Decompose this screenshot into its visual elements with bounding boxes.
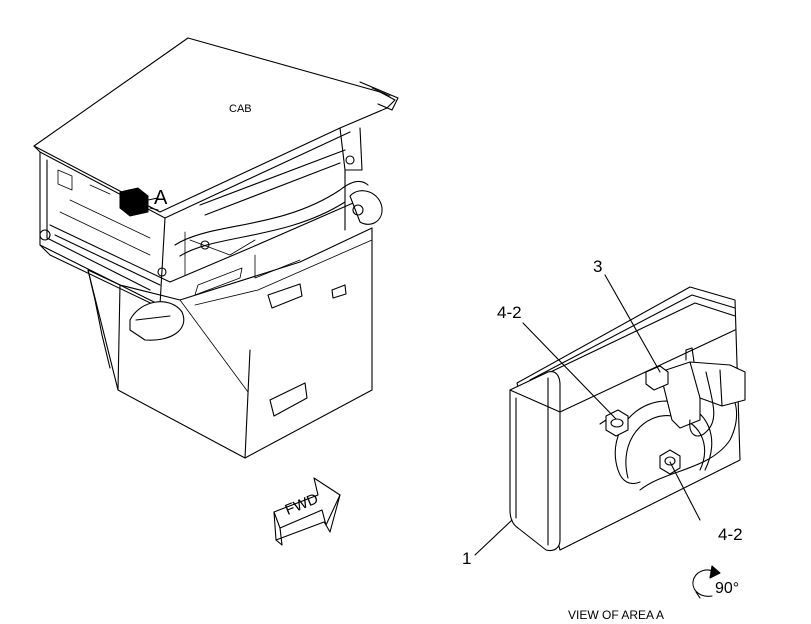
callout-1: 1 [462, 549, 472, 568]
fwd-arrow [273, 477, 341, 546]
rotation-label: 90° [715, 580, 740, 597]
area-a-marker: A [154, 187, 168, 209]
cab-label: CAB [229, 103, 252, 115]
rotation-arrow-icon [692, 565, 721, 599]
leader-lines [474, 274, 701, 556]
callout-4-2-upper: 4-2 [497, 303, 522, 322]
callout-3: 3 [593, 257, 603, 276]
view-title: VIEW OF AREA A [568, 608, 665, 622]
callout-4-2-lower: 4-2 [718, 525, 743, 544]
area-a-detail [509, 286, 746, 552]
cab-assembly [33, 37, 399, 459]
